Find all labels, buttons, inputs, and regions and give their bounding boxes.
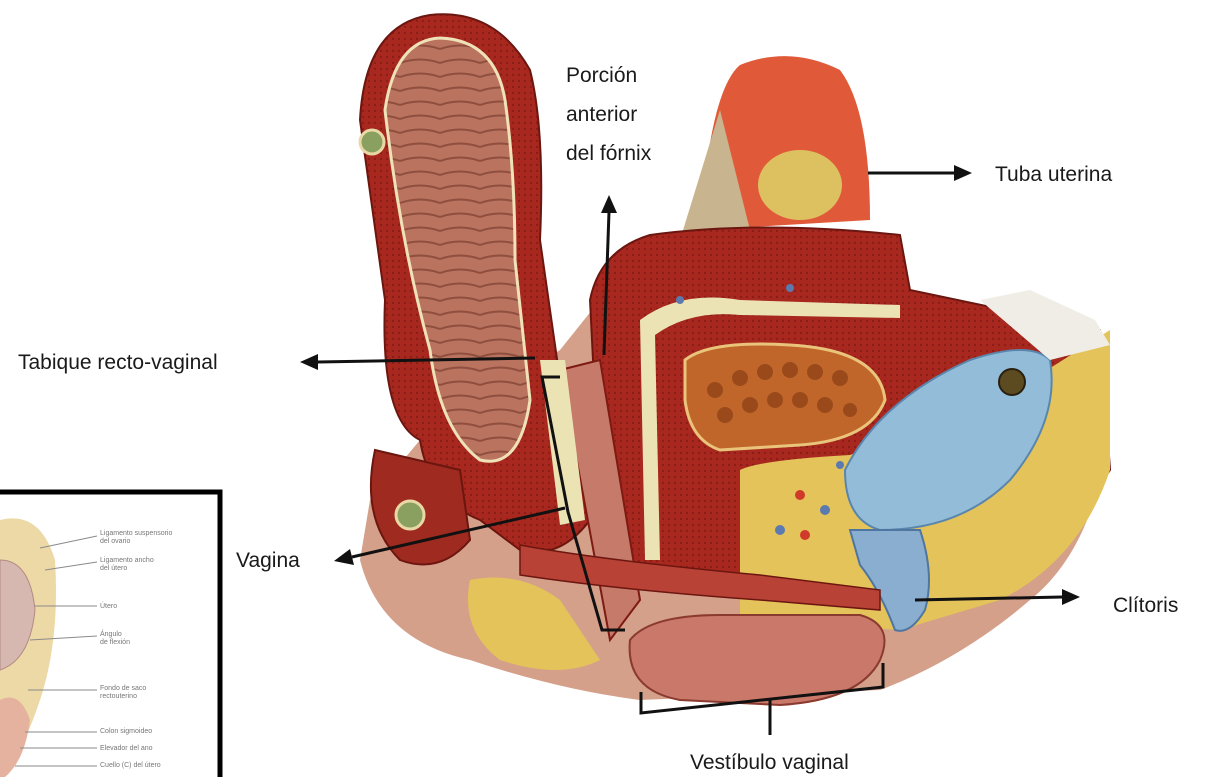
ureter-opening: [999, 369, 1025, 395]
inset-label-2: Ligamento ancho: [100, 557, 154, 564]
inset-label-8: rectouterino: [100, 693, 137, 700]
ovary: [758, 150, 842, 220]
inset-label-0: Ligamento suspensorio: [100, 530, 172, 537]
inset-label-7: Fondo de saco: [100, 685, 146, 692]
clitoris-arrowhead: [1062, 589, 1080, 605]
tabique-arrowhead: [300, 354, 318, 370]
fornix-arrowhead: [601, 195, 617, 213]
rectal-vessel-top: [360, 130, 384, 154]
inset-label-4: Útero: [100, 601, 117, 610]
vagina-arrowhead: [334, 549, 354, 565]
vestibulo-label: Vestíbulo vaginal: [690, 751, 849, 774]
tuba-arrowhead: [954, 165, 972, 181]
inset-label-11: Cuello (C) del útero: [100, 762, 161, 769]
inset-label-1: del ovario: [100, 538, 130, 545]
inset-figure: Ligamento suspensorio del ovario Ligamen…: [0, 492, 220, 777]
rectal-vessel: [396, 501, 424, 529]
fornix-label-line2: anterior: [566, 103, 637, 126]
fornix-label-line3: del fórnix: [566, 142, 652, 165]
inset-label-10: Elevador del ano: [100, 745, 153, 752]
inset-label-5: Ángulo: [100, 629, 122, 638]
clitoris-label: Clítoris: [1113, 594, 1178, 617]
vagina-label: Vagina: [236, 549, 300, 572]
inset-label-3: del útero: [100, 565, 127, 572]
fornix-label-line1: Porción: [566, 64, 637, 87]
tuba-label: Tuba uterina: [995, 163, 1112, 186]
label-tuba: Tuba uterina: [868, 163, 1112, 186]
tabique-label: Tabique recto-vaginal: [18, 351, 218, 374]
inset-label-6: de flexión: [100, 639, 130, 646]
inset-label-9: Colon sigmoideo: [100, 728, 152, 735]
